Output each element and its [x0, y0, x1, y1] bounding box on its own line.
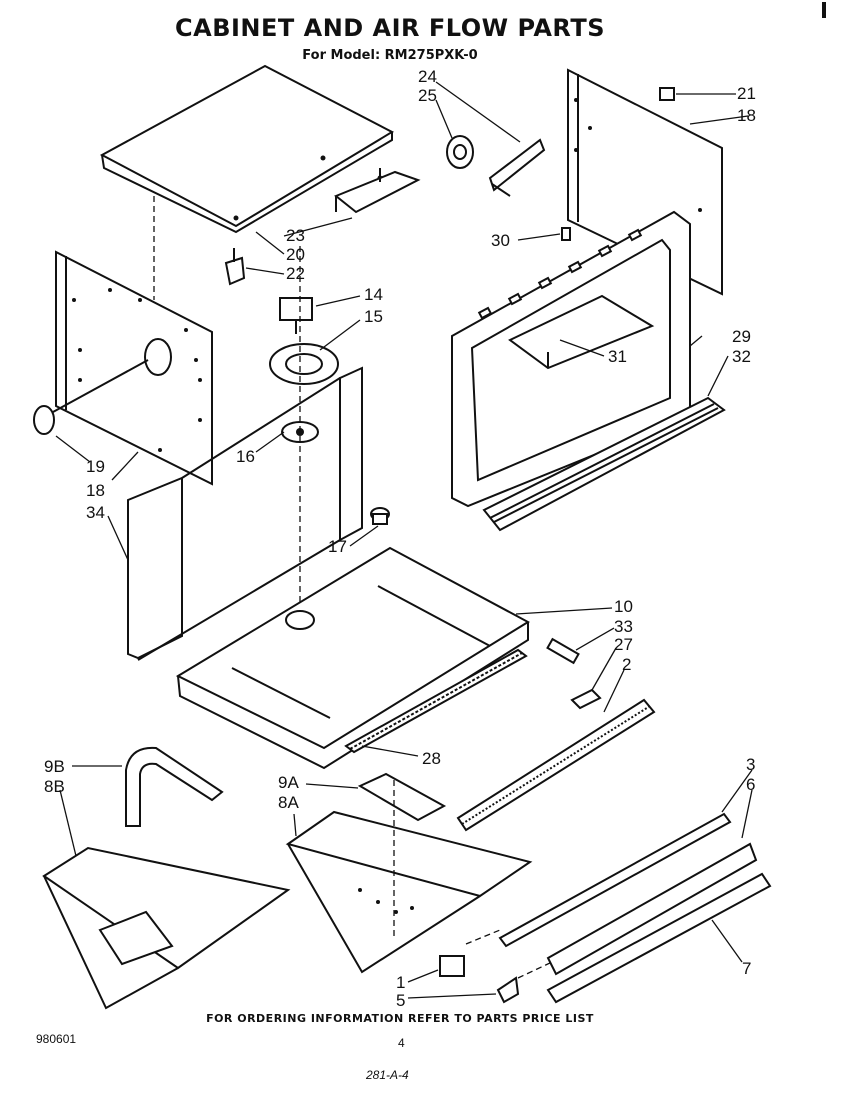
edge-mark [822, 2, 826, 18]
ordering-note: FOR ORDERING INFORMATION REFER TO PARTS … [206, 1012, 594, 1025]
rail-3 [498, 812, 732, 948]
part-label-23: 23 [286, 226, 305, 245]
clip-27 [570, 688, 602, 710]
motor-mount-15 [269, 343, 339, 385]
part-label-2: 2 [622, 655, 631, 674]
page-title: CABINET AND AIR FLOW PARTS [175, 14, 605, 42]
part-label-3: 3 [746, 755, 755, 774]
plug-19 [33, 359, 149, 435]
part-label-9b: 9B [44, 757, 65, 776]
duct-9a [357, 772, 447, 822]
part-label-21: 21 [737, 84, 756, 103]
panel-8a [285, 810, 533, 974]
part-label-7: 7 [742, 959, 751, 978]
part-label-18-right: 18 [737, 106, 756, 125]
part-label-29: 29 [732, 327, 751, 346]
part-label-22: 22 [286, 264, 305, 283]
part-label-1: 1 [396, 973, 405, 992]
rail-7 [546, 872, 772, 1004]
leader-lines [55, 81, 753, 999]
part-label-10: 10 [614, 597, 633, 616]
part-label-16: 16 [236, 447, 255, 466]
base-pan-10 [175, 546, 531, 770]
part-label-34: 34 [86, 503, 105, 522]
part-5 [496, 976, 520, 1004]
duct-9b [125, 746, 224, 827]
document-number: 980601 [36, 1032, 77, 1046]
part-label-28: 28 [422, 749, 441, 768]
gasket-28 [344, 648, 528, 754]
part-label-15: 15 [364, 307, 383, 326]
handwritten-note: 281-A-4 [366, 1068, 409, 1082]
part-1 [439, 955, 465, 977]
screw-30 [561, 227, 571, 241]
part-label-24: 24 [418, 67, 437, 86]
baffle-31 [508, 294, 655, 370]
part-label-30: 30 [491, 231, 510, 250]
part-label-25: 25 [418, 86, 437, 105]
part-label-17: 17 [328, 537, 347, 556]
part-label-9a: 9A [278, 773, 299, 792]
rail-6 [546, 842, 758, 976]
cabinet-shell-34 [127, 366, 363, 661]
part-label-14: 14 [364, 285, 383, 304]
part-labels: 24 25 21 18 23 20 22 30 14 15 29 32 31 1… [44, 67, 756, 1010]
page-number: 4 [398, 1036, 405, 1050]
part-label-8b: 8B [44, 777, 65, 796]
part-label-32: 32 [732, 347, 751, 366]
part-label-6: 6 [746, 775, 755, 794]
part-label-27: 27 [614, 635, 633, 654]
mesh-2 [456, 698, 656, 832]
clip-21 [659, 87, 675, 101]
part-label-20: 20 [286, 245, 305, 264]
part-label-8a: 8A [278, 793, 299, 812]
grille-32 [482, 396, 726, 532]
blower-motor-14 [279, 297, 313, 334]
grommet-17 [370, 507, 390, 525]
part-label-33: 33 [614, 617, 633, 636]
bracket-24 [488, 138, 546, 197]
top-cover-panel [99, 64, 421, 234]
bar-33 [546, 637, 580, 665]
model-line: For Model: RM275PXK-0 [302, 48, 478, 63]
part-label-5: 5 [396, 991, 405, 1010]
panel-8b [42, 846, 291, 1010]
part-label-31: 31 [608, 347, 627, 366]
part-label-18-left: 18 [86, 481, 105, 500]
thermostat-25 [446, 135, 474, 169]
bracket-22 [224, 248, 246, 286]
part-label-19: 19 [86, 457, 105, 476]
